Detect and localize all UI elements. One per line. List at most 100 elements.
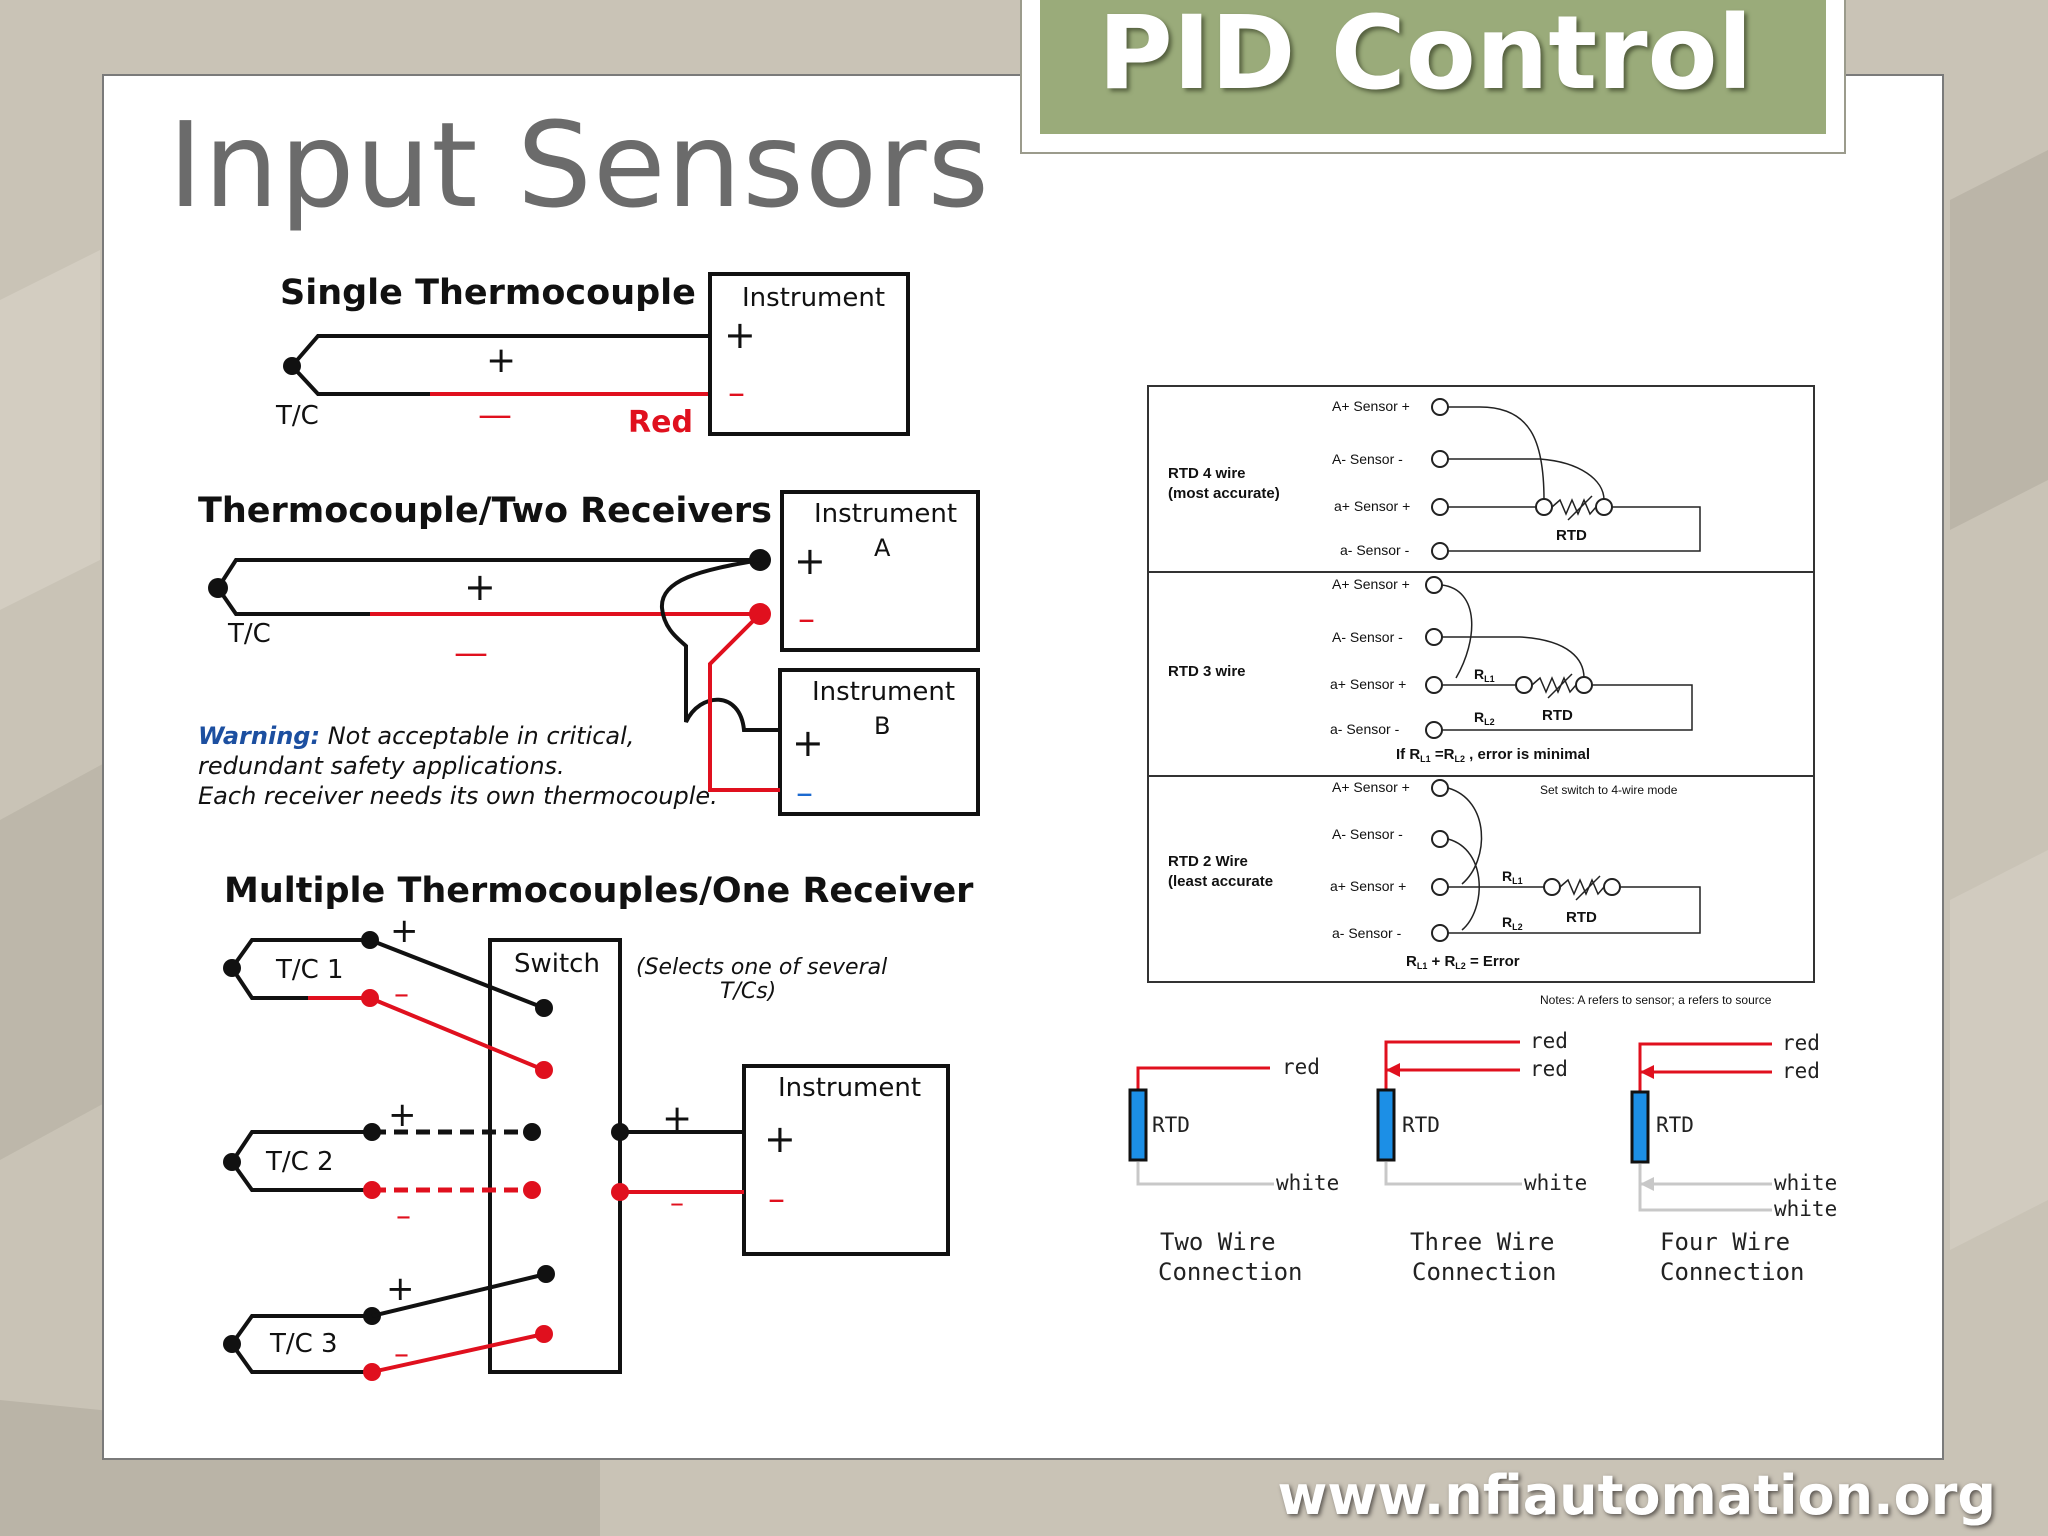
instrument-plus: + (764, 1117, 796, 1161)
white-label: white (1524, 1171, 1587, 1195)
rtd-node (1595, 498, 1613, 516)
tc1-negative-wire-black (230, 966, 308, 1000)
switch-contact (537, 1265, 555, 1283)
terminal-label: A- Sensor - (1332, 451, 1403, 467)
instrument-b-box (778, 668, 980, 816)
instrument-a-label: Instrument (814, 499, 957, 529)
warning-line-3: Each receiver needs its own thermocouple… (198, 782, 718, 810)
multi-tc-heading: Multiple Thermocouples/One Receiver (224, 871, 974, 911)
terminal-label: a+ Sensor + (1330, 878, 1406, 894)
three-wire-connection: RTD red red white Three Wire Connection (1376, 1029, 1587, 1286)
rtd-variable-arrow (1575, 875, 1601, 901)
red-wire-label: Red (628, 405, 693, 440)
rtd-node (1515, 676, 1533, 694)
rtd-return-loop (1448, 886, 1701, 934)
arrow-icon (1640, 1065, 1654, 1079)
branch-positive-wire (659, 558, 780, 732)
caption-line-2: Connection (1660, 1258, 1805, 1286)
tc-label: T/C (275, 401, 319, 431)
instrument-a-minus: – (798, 599, 815, 639)
tc2-negative-wire (230, 1160, 372, 1192)
rtd-label: RTD (1152, 1113, 1190, 1137)
output-minus-sign: – (670, 1186, 684, 1219)
instrument-box (708, 272, 910, 436)
warning-line-2: redundant safety applications. (198, 752, 565, 780)
terminal-node (1425, 628, 1443, 646)
switch-label: Switch (514, 949, 600, 979)
instrument-label: Instrument (742, 283, 885, 313)
tc2-positive-wire (230, 1130, 372, 1164)
rtd-2wire-row: RTD 2 Wire (least accurate A+ Sensor + A… (1168, 779, 1701, 971)
rtd-node (1603, 878, 1621, 896)
rtd-return-loop (1442, 684, 1693, 731)
tc2-junction (223, 1153, 241, 1171)
arrow-icon (1386, 1063, 1400, 1077)
rtd-resistor (1531, 676, 1577, 694)
switch-contact (535, 999, 553, 1017)
row-name-line-2: (most accurate) (1168, 485, 1280, 502)
caption-line-2: Connection (1412, 1258, 1557, 1286)
rtd-label: RTD (1656, 1113, 1694, 1137)
tc-label: T/C (227, 619, 271, 649)
caption-line-1: Four Wire (1660, 1228, 1790, 1256)
tc1-minus-sign: – (394, 977, 409, 1012)
terminal-label: a- Sensor - (1340, 542, 1410, 558)
instrument-a-id: A (874, 534, 891, 562)
terminal-label: A- Sensor - (1332, 629, 1403, 645)
tc-junction (283, 357, 301, 375)
terminal-node (1431, 542, 1449, 560)
rl1-label: RL1 (1474, 666, 1495, 684)
tc2-label: T/C 2 (265, 1147, 334, 1177)
terminal-node (1431, 779, 1449, 797)
rtd-variable-arrow (1547, 673, 1573, 699)
rtd-label: RTD (1402, 1113, 1440, 1137)
white-label-2: white (1774, 1197, 1837, 1221)
rtd-lead (1448, 406, 1545, 501)
tc1-label: T/C 1 (275, 955, 344, 985)
tc1-switch-negative (369, 996, 545, 1072)
tc3-junction (223, 1335, 241, 1353)
two-receivers-diagram: Thermocouple/Two Receivers Instrument A … (198, 490, 980, 816)
row-name-line-2: (least accurate (1168, 873, 1273, 890)
wire-plus-label: + (464, 565, 496, 609)
jumper-wire (1447, 787, 1483, 885)
rtd-4wire-row: RTD 4 wire (most accurate) A+ Sensor + A… (1168, 398, 1701, 560)
terminal-label: a+ Sensor + (1334, 498, 1410, 514)
switch-contact (535, 1325, 553, 1343)
tc1-positive-wire (230, 938, 370, 970)
red-lead-1 (1384, 1040, 1520, 1090)
instrument-minus: – (768, 1179, 785, 1219)
footer-url: www.nfiautomation.org (1277, 1464, 1996, 1527)
tc3-negative-wire (230, 1342, 372, 1374)
terminal-label: A- Sensor - (1332, 826, 1403, 842)
tc1-junction (223, 959, 241, 977)
tc-junction (208, 578, 228, 598)
switch-mode-note: Set switch to 4-wire mode (1540, 783, 1678, 797)
terminal-label: A+ Sensor + (1332, 398, 1410, 414)
output-plus-sign: + (662, 1098, 692, 1139)
rtd-table-frame (1147, 385, 1815, 983)
terminal-node (1431, 924, 1449, 942)
rtd-element (1376, 1088, 1396, 1162)
terminal-label: a- Sensor - (1330, 721, 1400, 737)
output-minus-node (611, 1183, 629, 1201)
terminal-label: a+ Sensor + (1330, 676, 1406, 692)
banner-fill: PID Control (1040, 0, 1826, 134)
single-thermocouple-heading: Single Thermocouple (280, 273, 696, 313)
terminal-node (1431, 398, 1449, 416)
rl2-label: RL2 (1474, 709, 1495, 727)
row-name-line-1: RTD 2 Wire (1168, 853, 1248, 870)
single-thermocouple-diagram: Single Thermocouple Instrument + – T/C +… (275, 272, 910, 440)
two-wire-connection: RTD red white Two Wire Connection (1128, 1055, 1339, 1286)
rtd-label: RTD (1556, 527, 1587, 544)
tc3-switch-positive (371, 1272, 547, 1318)
rtd-lead (1448, 458, 1605, 501)
slide-title: Input Sensors (168, 96, 991, 234)
rtd-wiring-table: RTD 4 wire (most accurate) A+ Sensor + A… (1147, 385, 1815, 1007)
instrument-a-box (780, 490, 980, 652)
red-lead (1136, 1066, 1270, 1090)
red-label-1: red (1530, 1029, 1568, 1053)
negative-wire-black (290, 364, 430, 396)
terminal-node (1425, 576, 1443, 594)
